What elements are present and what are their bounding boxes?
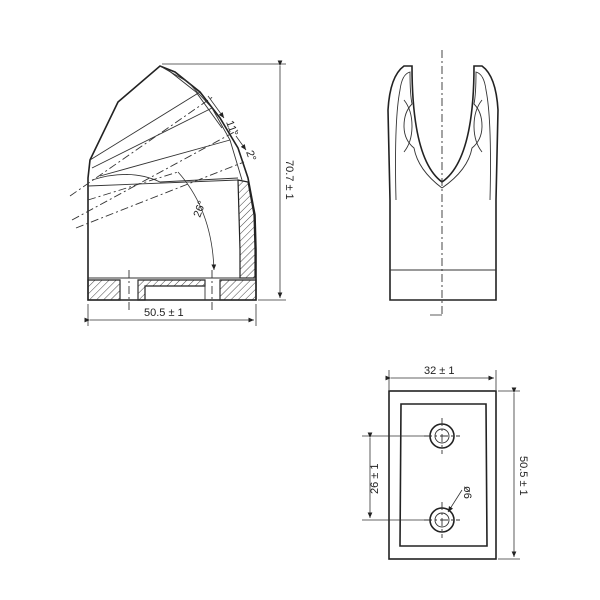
bottom-outer-outline: [388, 390, 497, 560]
side-inner-shoulder: [87, 179, 239, 187]
bottom-width-label: 32 ± 1: [424, 365, 455, 377]
front-groove-left: [403, 99, 413, 153]
angle-label-11: 11°: [223, 119, 240, 138]
front-view: [387, 50, 499, 316]
side-height-label: 70.7 ± 1: [283, 160, 295, 200]
side-facet-line-3: [99, 139, 231, 177]
side-base-right: [219, 279, 257, 301]
angle-line-11: [69, 95, 215, 197]
bottom-height-label: 50.5 ± 1: [517, 456, 529, 496]
side-inner-curve-2: [167, 69, 223, 129]
hole-bottom: [424, 502, 460, 538]
side-hatched-wall: [237, 179, 256, 279]
side-facet-line: [89, 91, 201, 161]
side-view: 11° 2° 26° 50.5 ± 1 70.7 ± 1: [69, 60, 295, 326]
side-facet-line-2: [91, 107, 213, 169]
front-inner-left: [395, 71, 443, 201]
angle-arc-11: [207, 95, 225, 119]
side-cup-curve: [91, 174, 239, 183]
side-width-label: 50.5 ± 1: [144, 307, 184, 319]
front-inner-right: [441, 71, 491, 201]
hole-top: [424, 418, 460, 454]
hole-spacing-label: 26 ± 1: [369, 463, 381, 494]
diameter-leader: [447, 489, 463, 513]
side-base-left: [87, 279, 121, 301]
side-body-outline: [87, 65, 257, 301]
angle-label-2: 2°: [243, 149, 258, 163]
hole-diameter-label: ø6: [461, 486, 473, 499]
angle-line-2a: [71, 129, 239, 221]
bottom-view: ø6 32 ± 1 50.5 ± 1 26 ± 1: [362, 365, 529, 560]
angle-label-26: 26°: [192, 199, 209, 219]
angle-arc-26: [177, 171, 217, 271]
angle-arc-2: [235, 135, 247, 151]
angle-line-26: [87, 171, 179, 201]
bottom-inner-outline: [399, 403, 488, 547]
angle-line-2b: [75, 161, 245, 229]
front-groove-right: [473, 99, 483, 153]
side-base-mid: [137, 279, 206, 301]
